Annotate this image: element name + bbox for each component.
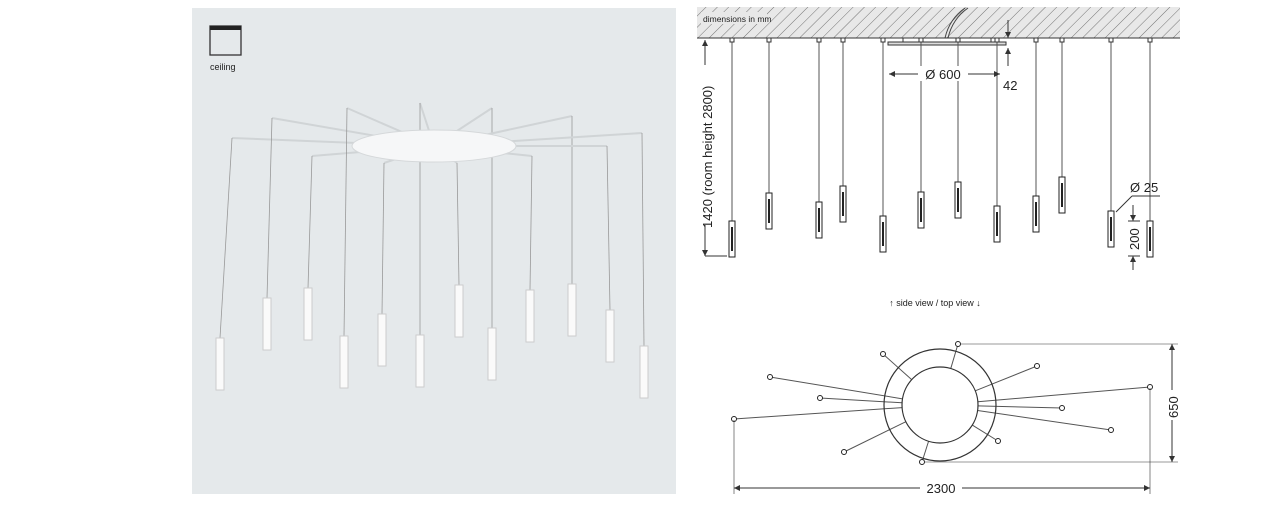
pendant-light [525,289,535,343]
pendant-light [262,297,272,351]
pendant-light [454,284,464,338]
arm-top [977,386,1151,403]
arm-top [882,353,913,381]
pendant-light [487,327,497,381]
product-render-panel: ceiling [192,8,676,494]
tube-length: 200 [1127,228,1142,250]
pendant-point [841,449,847,455]
ceiling-label: ceiling [210,62,236,72]
view-switch-label: ↑ side view / top view ↓ [889,298,981,308]
pendant-light [639,345,649,399]
pendant-point [1059,405,1065,411]
pendant-point [955,341,961,347]
arm-top [733,407,903,420]
pendant-point [880,351,886,357]
arm-top [843,421,907,453]
pendant-point [1034,363,1040,369]
pendant-point [1108,427,1114,433]
arm-top [977,405,1063,409]
pendant-light [605,309,615,363]
pendant-point [995,438,1001,444]
pendant-light [215,337,225,391]
arm-top [977,410,1112,431]
pendant-render: ceiling [209,25,649,399]
arm-top [972,424,999,442]
canopy-diameter: Ø 600 [925,67,960,82]
arm-top [769,376,903,400]
arm-top [950,343,959,369]
pendant-light [415,334,425,388]
pendant-point [817,395,823,401]
canopy [351,129,517,163]
pendant-light [377,313,387,367]
top-depth: 650 [1166,396,1181,418]
canopy-top-inner [901,366,979,444]
dimensions-note: dimensions in mm [703,14,772,24]
pendant-point [767,374,773,380]
pendant-light [567,283,577,337]
canopy-side [902,37,992,43]
top-width: 2300 [927,481,956,496]
pendant-light [303,287,313,341]
arm-top [975,365,1038,392]
ceiling-icon [209,25,242,56]
drop-height: 1420 (room height 2800) [700,86,715,228]
arm-top [819,397,903,404]
pendant-point [919,459,925,465]
canopy-top-outer [883,348,997,462]
pendant-light [339,335,349,389]
canopy-height: 42 [1003,78,1017,93]
tube-diameter: Ø 25 [1130,180,1158,195]
